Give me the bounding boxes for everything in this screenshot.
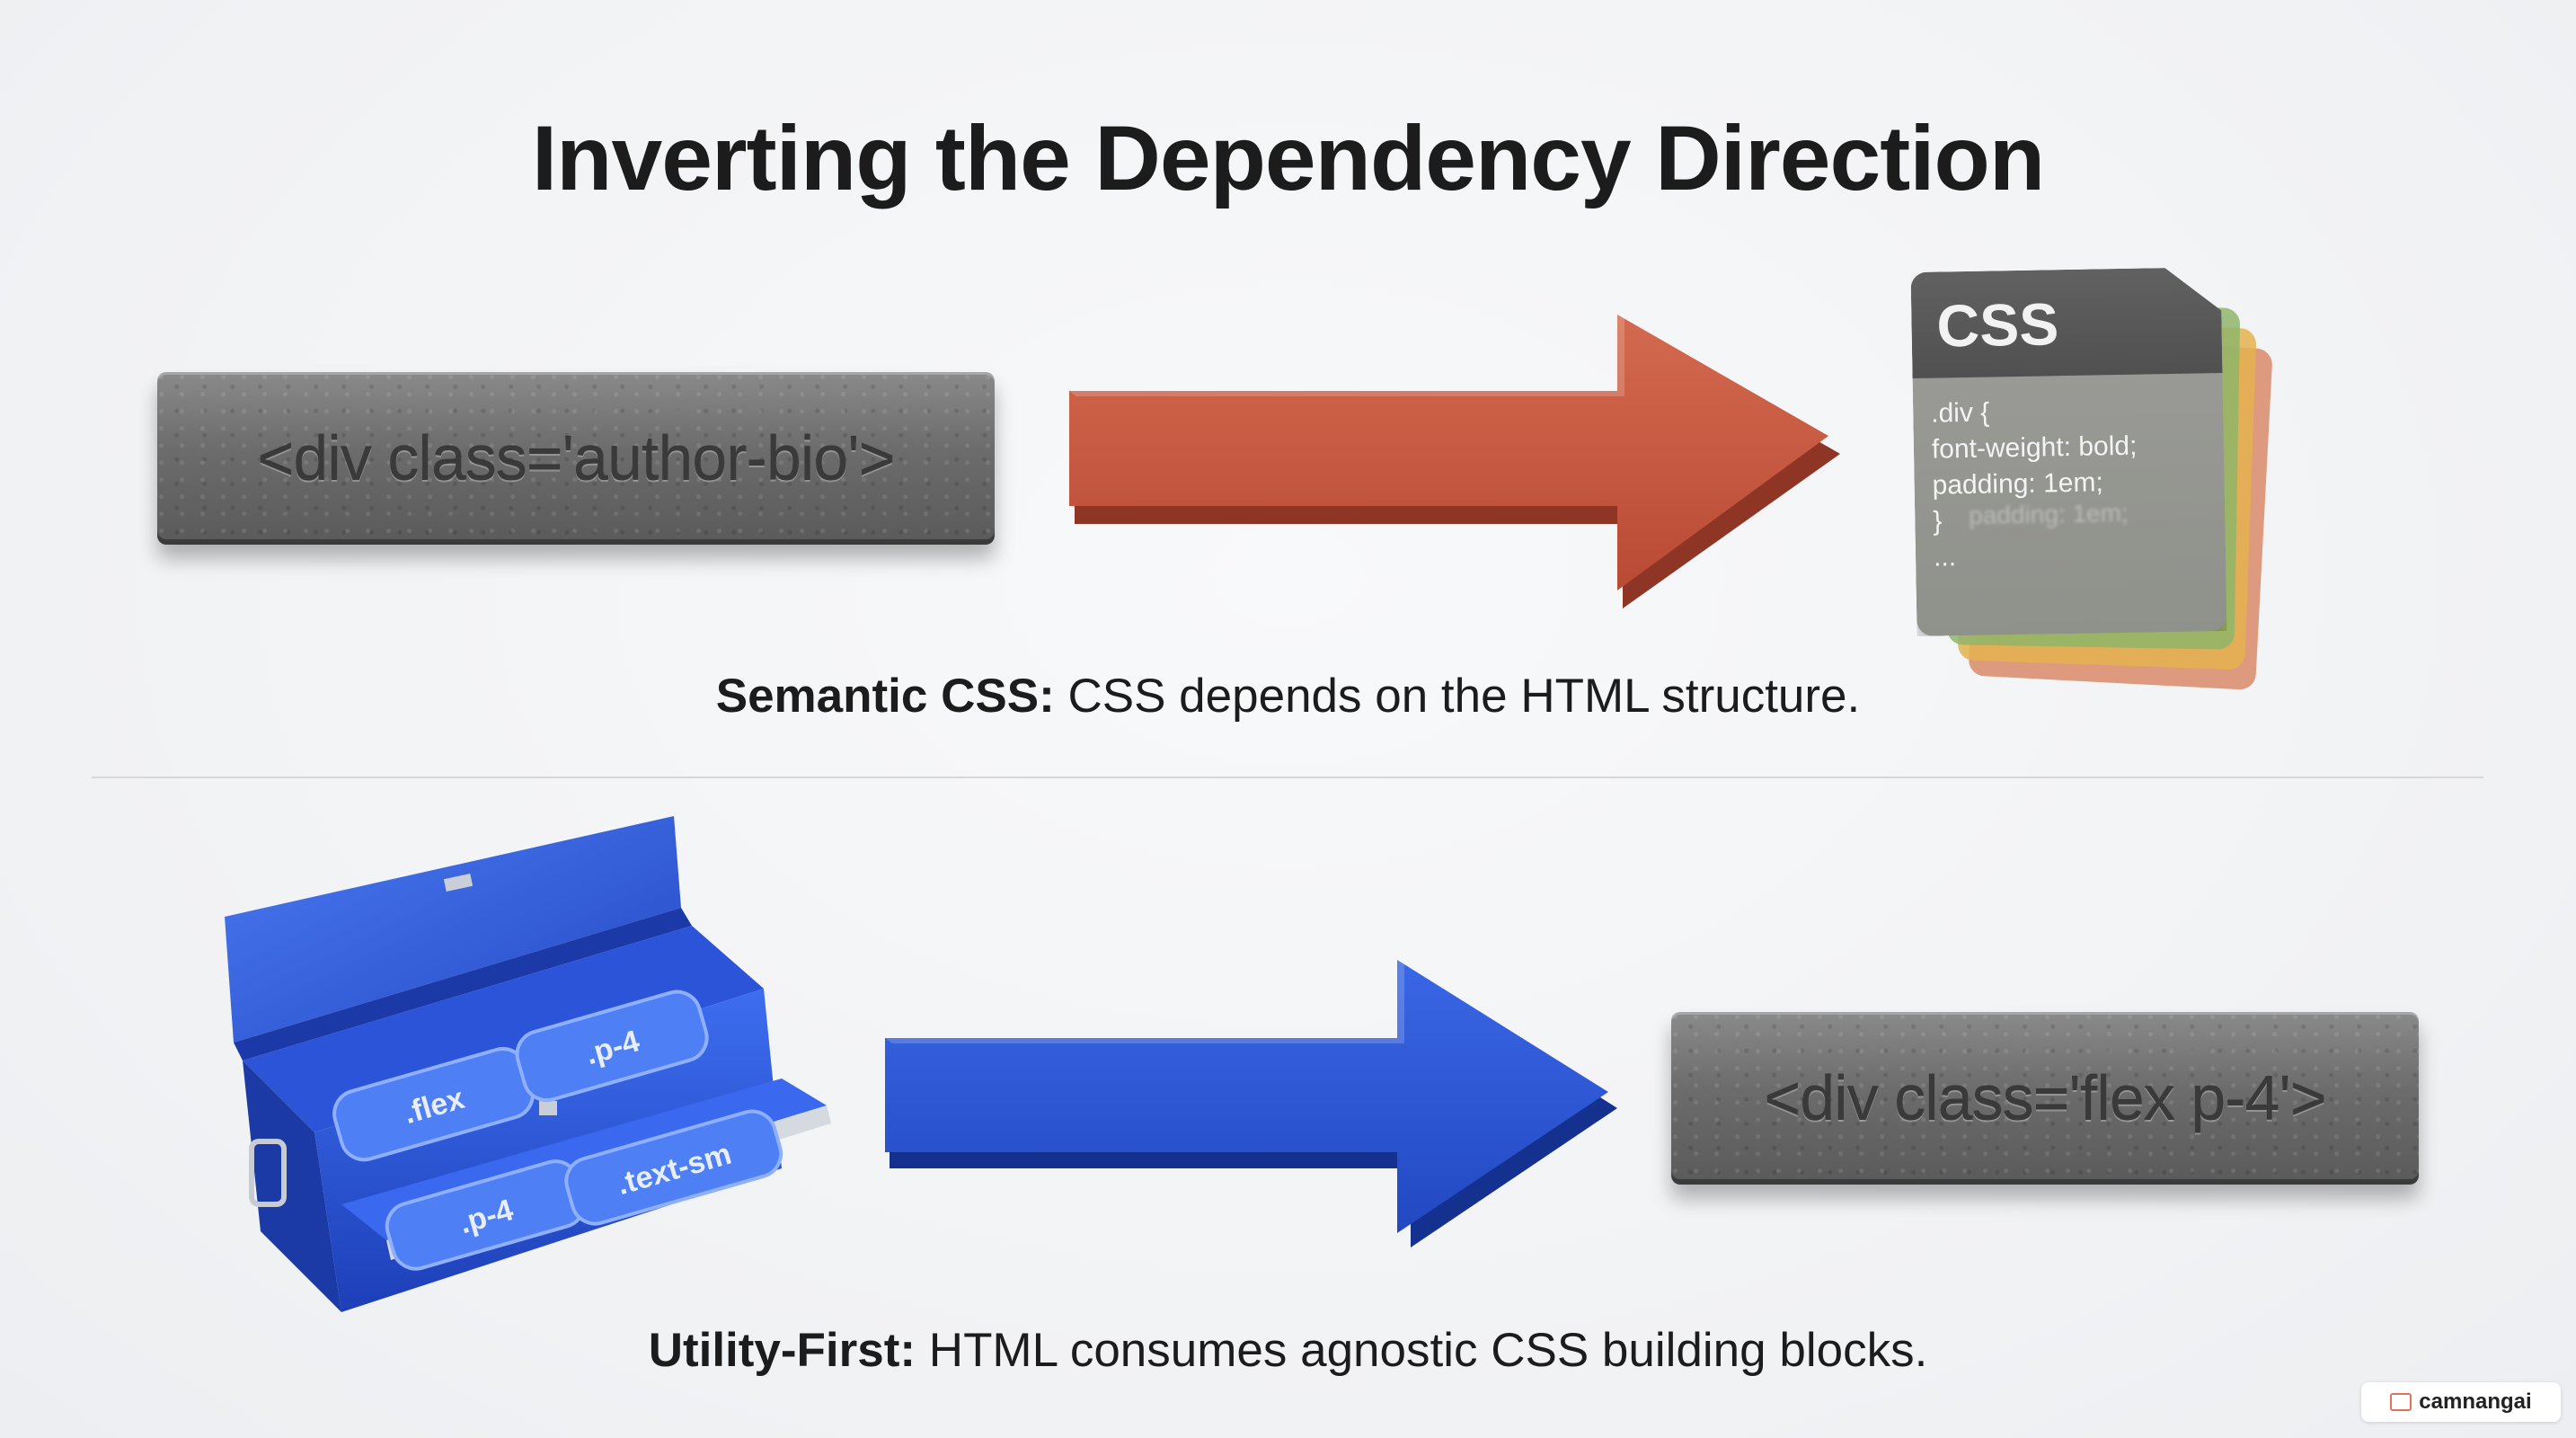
css-document-stack: CSS .div { font-weight: bold; padding: 1… <box>1914 270 2291 692</box>
html-block-flex-p4: <div class='flex p-4'> <box>1671 1012 2419 1185</box>
caption-text: HTML consumes agnostic CSS building bloc… <box>916 1324 1928 1377</box>
badge-text: camnangai <box>2419 1389 2532 1414</box>
css-document-title: CSS <box>1935 290 2059 360</box>
css-code-blurred: padding: 1em; <box>1968 498 2129 529</box>
page-title: Inverting the Dependency Direction <box>531 107 2045 209</box>
caption-text: CSS depends on the HTML structure. <box>1054 670 1861 723</box>
html-block-text: <div class='flex p-4'> <box>1764 1063 2326 1133</box>
html-block-text: <div class='author-bio'> <box>257 423 896 493</box>
css-code-snippet: .div { font-weight: bold; padding: 1em; … <box>1930 397 2138 573</box>
toolbox-icon: .flex .p-4 .p-4 .text-sm <box>225 816 831 1312</box>
utility-first-caption: Utility-First: HTML consumes agnostic CS… <box>0 1323 2576 1378</box>
caption-strong: Utility-First: <box>648 1324 916 1377</box>
book-icon <box>2390 1393 2412 1411</box>
watermark-badge: camnangai <box>2361 1382 2561 1422</box>
arrow-right-icon <box>885 960 1617 1247</box>
caption-strong: Semantic CSS: <box>715 670 1055 723</box>
semantic-css-caption: Semantic CSS: CSS depends on the HTML st… <box>0 669 2576 723</box>
css-document-header: CSS <box>1910 267 2222 378</box>
css-document: CSS .div { font-weight: bold; padding: 1… <box>1910 267 2226 636</box>
section-divider <box>92 777 2483 778</box>
html-block-author-bio: <div class='author-bio'> <box>157 372 995 545</box>
arrow-right-icon <box>1069 315 1840 608</box>
